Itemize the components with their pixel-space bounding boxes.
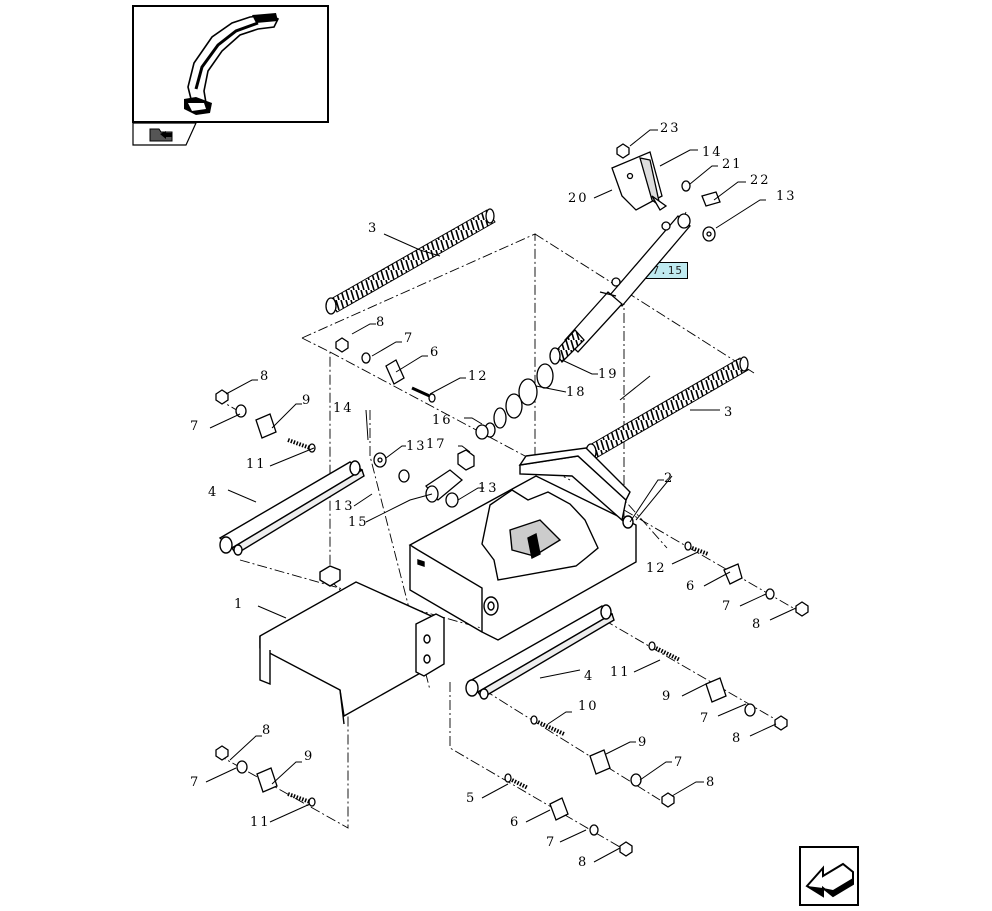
- callout-13: 13: [776, 189, 797, 204]
- callout-6: 6: [686, 579, 696, 594]
- cover-box: [259, 565, 445, 725]
- next-page-button[interactable]: [799, 846, 859, 906]
- left-hardware-upper: [215, 389, 316, 453]
- callout-6: 6: [430, 345, 440, 360]
- callout-4: 4: [584, 669, 594, 684]
- center-hardware: [335, 337, 489, 508]
- assembly-thumbnail[interactable]: [132, 5, 329, 123]
- callout-14: 14: [333, 401, 354, 416]
- left-hardware-lower: [215, 745, 316, 807]
- callout-16: 16: [432, 413, 453, 428]
- callout-20: 20: [568, 191, 589, 206]
- callout-3: 3: [724, 405, 734, 420]
- bottom-hardware: [504, 715, 675, 857]
- callout-8: 8: [376, 315, 386, 330]
- rod-assembly: [554, 213, 691, 364]
- callout-23: 23: [660, 121, 681, 136]
- top-hardware: [616, 143, 721, 242]
- callout-10: 10: [578, 699, 599, 714]
- arrow-icon: [805, 862, 854, 898]
- callout-13: 13: [478, 481, 499, 496]
- folder-tab[interactable]: [132, 123, 198, 147]
- callout-3: 3: [368, 221, 378, 236]
- callout-13: 13: [406, 439, 427, 454]
- callout-7: 7: [722, 599, 732, 614]
- mounting-bracket: [611, 151, 668, 211]
- rubber-boot: [484, 347, 561, 438]
- callout-17: 17: [426, 437, 447, 452]
- callout-8: 8: [706, 775, 716, 790]
- callout-14: 14: [702, 145, 723, 160]
- callout-6: 6: [510, 815, 520, 830]
- callout-13: 13: [334, 499, 355, 514]
- callout-8: 8: [260, 369, 270, 384]
- callout-7: 7: [700, 711, 710, 726]
- callout-7: 7: [404, 331, 414, 346]
- callout-4: 4: [208, 485, 218, 500]
- callout-7: 7: [190, 419, 200, 434]
- callout-21: 21: [722, 157, 743, 172]
- callout-5: 5: [466, 791, 476, 806]
- callout-9: 9: [638, 735, 648, 750]
- boom-thumbnail-icon: [184, 13, 280, 115]
- callout-9: 9: [302, 393, 312, 408]
- callout-12: 12: [646, 561, 667, 576]
- callout-7: 7: [546, 835, 556, 850]
- callout-8: 8: [752, 617, 762, 632]
- callout-numbers: 3 8 7 6 12 8 7 9 11 14 13 13 15 16 17 13…: [190, 121, 797, 870]
- callout-7: 7: [674, 755, 684, 770]
- callout-8: 8: [732, 731, 742, 746]
- right-hardware-middle: [648, 641, 788, 731]
- spring-upper-left: [325, 208, 496, 315]
- right-hardware-upper: [684, 541, 809, 617]
- callout-18: 18: [566, 385, 587, 400]
- leader-lines: [205, 129, 797, 863]
- callout-7: 7: [190, 775, 200, 790]
- callout-1: 1: [234, 597, 244, 612]
- link-arm-upper: [218, 460, 365, 556]
- callout-9: 9: [304, 749, 314, 764]
- callout-2: 2: [664, 471, 674, 486]
- callout-8: 8: [262, 723, 272, 738]
- callout-12: 12: [468, 369, 489, 384]
- callout-8: 8: [578, 855, 588, 870]
- link-arm-lower: [465, 604, 615, 700]
- callout-19: 19: [598, 367, 619, 382]
- callout-22: 22: [750, 173, 771, 188]
- base-plate: [408, 447, 637, 641]
- callout-11: 11: [610, 665, 631, 680]
- callout-11: 11: [246, 457, 267, 472]
- callout-11: 11: [250, 815, 271, 830]
- callout-9: 9: [662, 689, 672, 704]
- folder-icon: [149, 128, 173, 142]
- callout-15: 15: [348, 515, 369, 530]
